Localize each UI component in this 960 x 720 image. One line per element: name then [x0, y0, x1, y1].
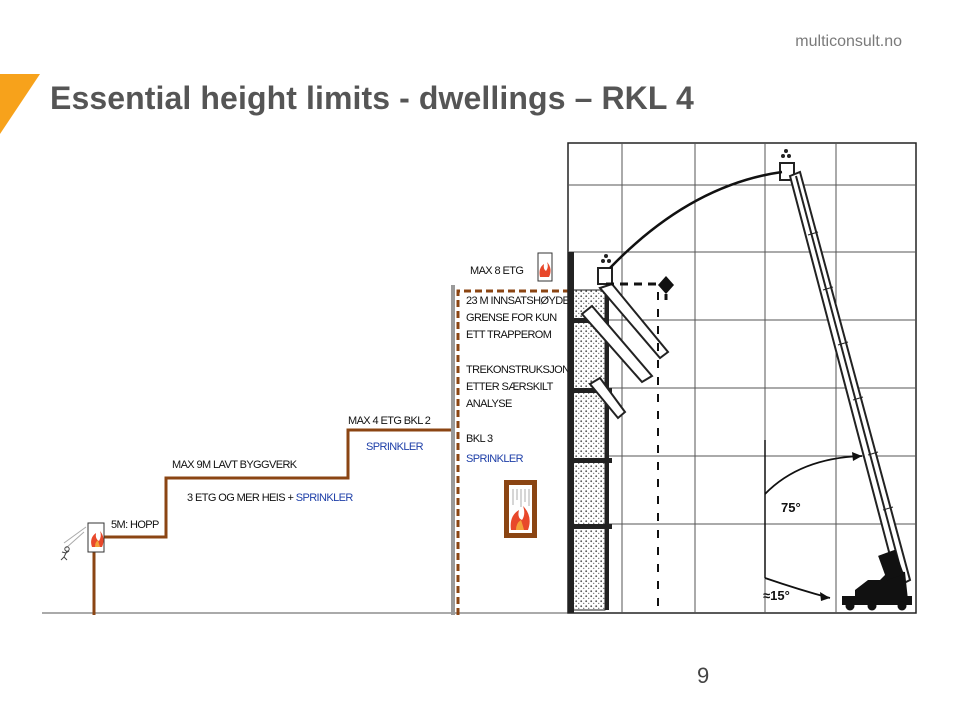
label-step3-upper: MAX 4 ETG BKL 2 — [348, 415, 431, 427]
page-number: 9 — [697, 663, 710, 688]
page-title: Essential height limits - dwellings – RK… — [50, 80, 694, 116]
label-tower-sprinkler: SPRINKLER — [466, 453, 524, 465]
tower-dashed-outline — [456, 289, 568, 615]
label-tower-top: MAX 8 ETG — [470, 265, 523, 277]
label-block2-line2: ETTER SÆRSKILT — [466, 381, 554, 393]
fire-window-tower — [504, 480, 537, 538]
jumping-person-icon — [60, 526, 87, 561]
fire-window-top — [537, 252, 553, 282]
label-block1-line1: 23 M INNSATSHØYDE — [466, 295, 570, 307]
label-block1-line3: ETT TRAPPEROM — [466, 329, 552, 341]
label-bkl3: BKL 3 — [466, 433, 493, 445]
label-block1-line2: GRENSE FOR KUN — [466, 312, 557, 324]
label-step2-lower: 3 ETG OG MER HEIS + SPRINKLER — [187, 492, 353, 504]
angle-15: ≈15° — [763, 588, 790, 603]
label-step2-upper: MAX 9M LAVT BYGGVERK — [172, 459, 298, 471]
height-profile-line — [92, 428, 455, 615]
fire-ladder-drawing — [567, 142, 917, 614]
label-step1: 5M: HOPP — [111, 519, 159, 531]
angle-75: 75° — [781, 500, 801, 515]
label-step2-lower-text: 3 ETG OG MER HEIS + — [187, 492, 296, 504]
label-block2-line3: ANALYSE — [466, 398, 512, 410]
accent-shape — [0, 74, 40, 134]
label-block2-line1: TREKONSTRUKSJON — [466, 364, 570, 376]
label-step2-sprinkler: SPRINKLER — [296, 492, 354, 504]
fire-window-step1 — [87, 522, 105, 553]
label-step3-sprinkler: SPRINKLER — [366, 441, 424, 453]
brand-url: multiconsult.no — [795, 33, 902, 50]
